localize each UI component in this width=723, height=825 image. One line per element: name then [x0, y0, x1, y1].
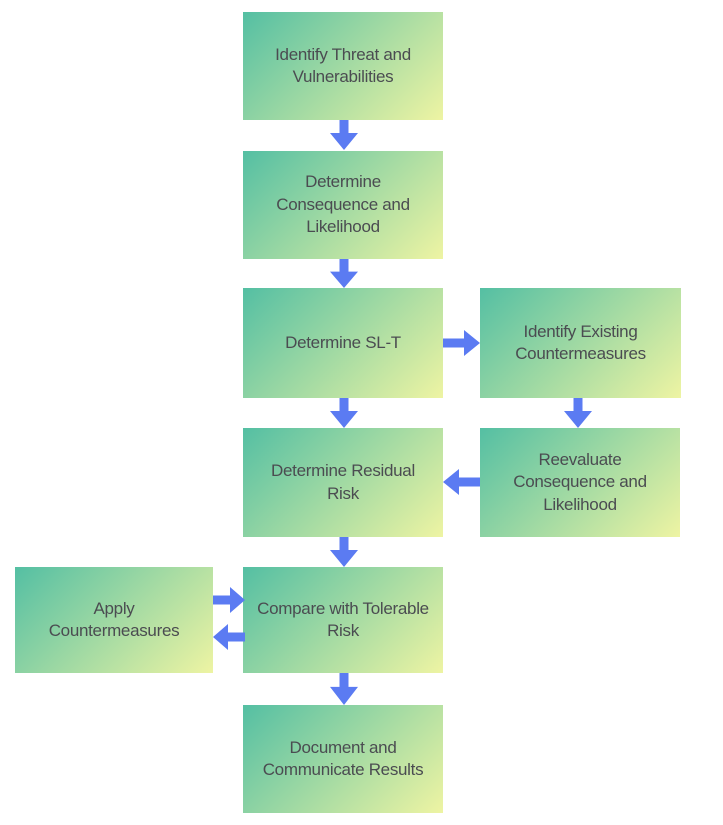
node-reevaluate-consequence-likelihood: Reevaluate Consequence and Likelihood	[480, 428, 680, 537]
arrow-compare-tolerable-to-document-icon	[330, 673, 358, 705]
arrow-apply-countermeasures-to-compare-tolerable-icon	[213, 587, 245, 613]
node-identify-existing-countermeasures: Identify Existing Countermeasures	[480, 288, 681, 398]
node-identify-threat: Identify Threat and Vulnerabilities	[243, 12, 443, 120]
node-determine-sl-t-label: Determine SL-T	[285, 332, 401, 352]
node-determine-residual-risk: Determine Residual Risk	[243, 428, 443, 537]
node-reevaluate-consequence-likelihood-label: Reevaluate Consequence and Likelihood	[513, 449, 647, 514]
node-determine-sl-t: Determine SL-T	[243, 288, 443, 398]
arrow-identify-existing-to-reevaluate-icon	[564, 398, 592, 428]
node-document-communicate-results-label: Document and Communicate Results	[262, 737, 424, 779]
node-determine-consequence-likelihood: Determine Consequence and Likelihood	[243, 151, 443, 259]
node-compare-tolerable-risk: Compare with Tolerable Risk	[243, 567, 443, 673]
arrow-determine-sl-t-to-determine-residual-icon	[330, 398, 358, 428]
node-document-communicate-results: Document and Communicate Results	[243, 705, 443, 813]
node-determine-residual-risk-label: Determine Residual Risk	[271, 461, 415, 503]
node-identify-existing-countermeasures-label: Identify Existing Countermeasures	[515, 321, 646, 363]
node-apply-countermeasures-label: Apply Countermeasures	[48, 598, 180, 640]
node-apply-countermeasures: Apply Countermeasures	[15, 567, 213, 673]
arrow-determine-residual-to-compare-tolerable-icon	[330, 537, 358, 567]
node-compare-tolerable-risk-label: Compare with Tolerable Risk	[257, 598, 429, 640]
arrow-determine-consequence-to-determine-sl-t-icon	[330, 259, 358, 288]
arrow-determine-sl-t-to-identify-existing-icon	[443, 330, 480, 356]
arrow-identify-threat-to-determine-consequence-icon	[330, 120, 358, 150]
arrow-reevaluate-to-determine-residual-icon	[443, 469, 480, 495]
arrow-compare-tolerable-to-apply-countermeasures-icon	[213, 624, 245, 650]
node-determine-consequence-likelihood-label: Determine Consequence and Likelihood	[276, 172, 410, 237]
node-identify-threat-label: Identify Threat and Vulnerabilities	[275, 44, 411, 86]
